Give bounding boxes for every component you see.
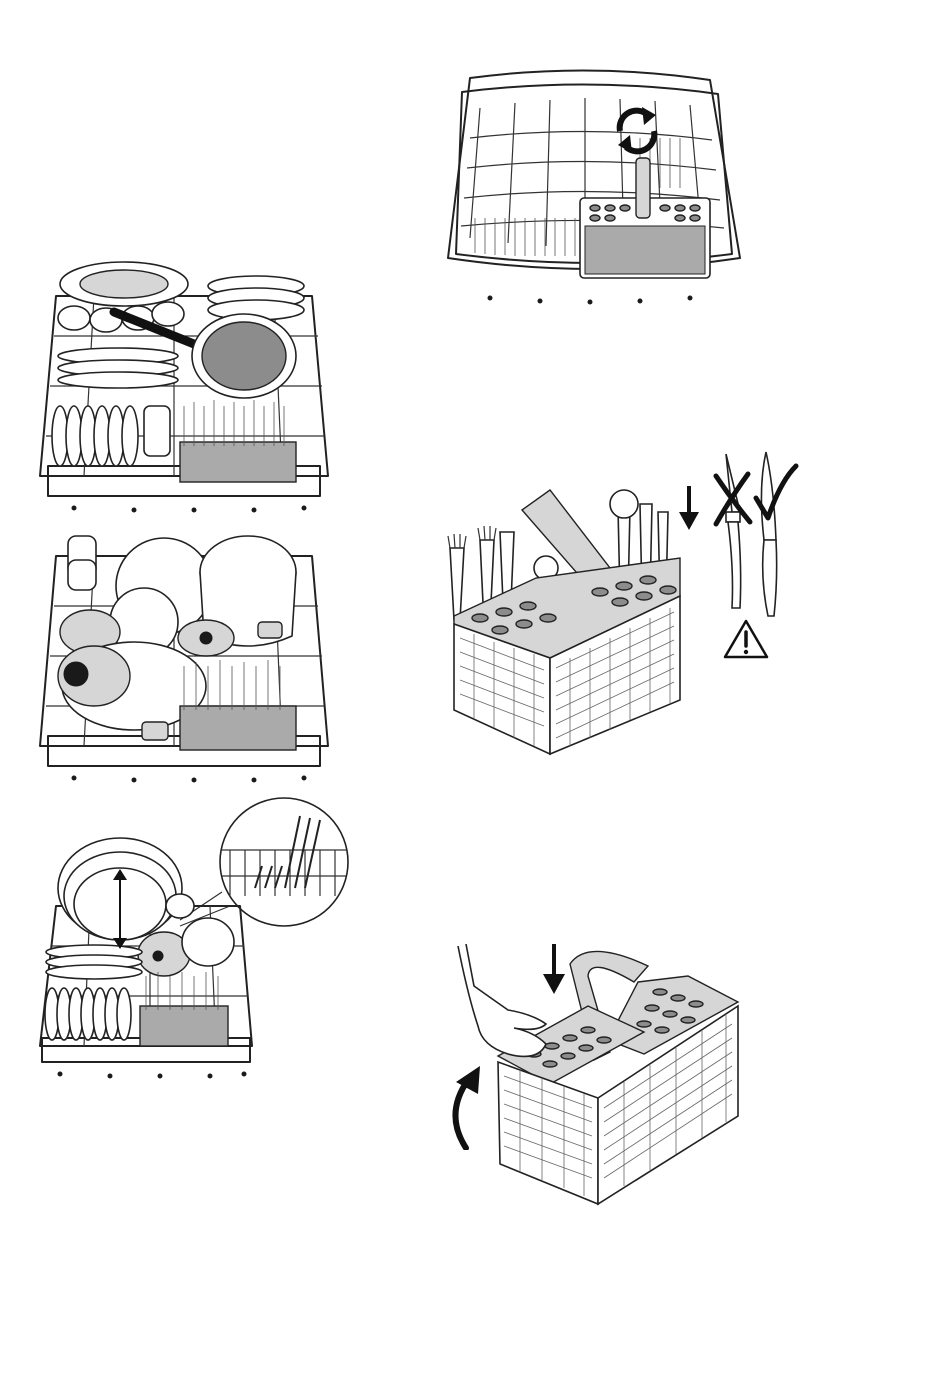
cross-mark-icon — [710, 470, 756, 528]
lower-basket-top-view — [440, 58, 750, 308]
arrow-down-icon — [678, 486, 700, 530]
arrow-down-icon — [542, 944, 566, 994]
basket-loaded-pots-bowls — [34, 526, 334, 786]
cutlery-basket-loading — [440, 448, 800, 760]
warning-triangle-icon — [722, 618, 770, 660]
rotate-arrows-icon — [610, 103, 664, 157]
curved-arrow-up-icon — [442, 1064, 488, 1150]
double-arrow-vertical-icon — [110, 868, 130, 950]
basket-loaded-plates-pan — [34, 256, 334, 516]
check-mark-icon — [752, 462, 800, 524]
cutlery-basket-lid — [438, 936, 758, 1216]
basket-plate-clearance-detail — [30, 796, 360, 1086]
